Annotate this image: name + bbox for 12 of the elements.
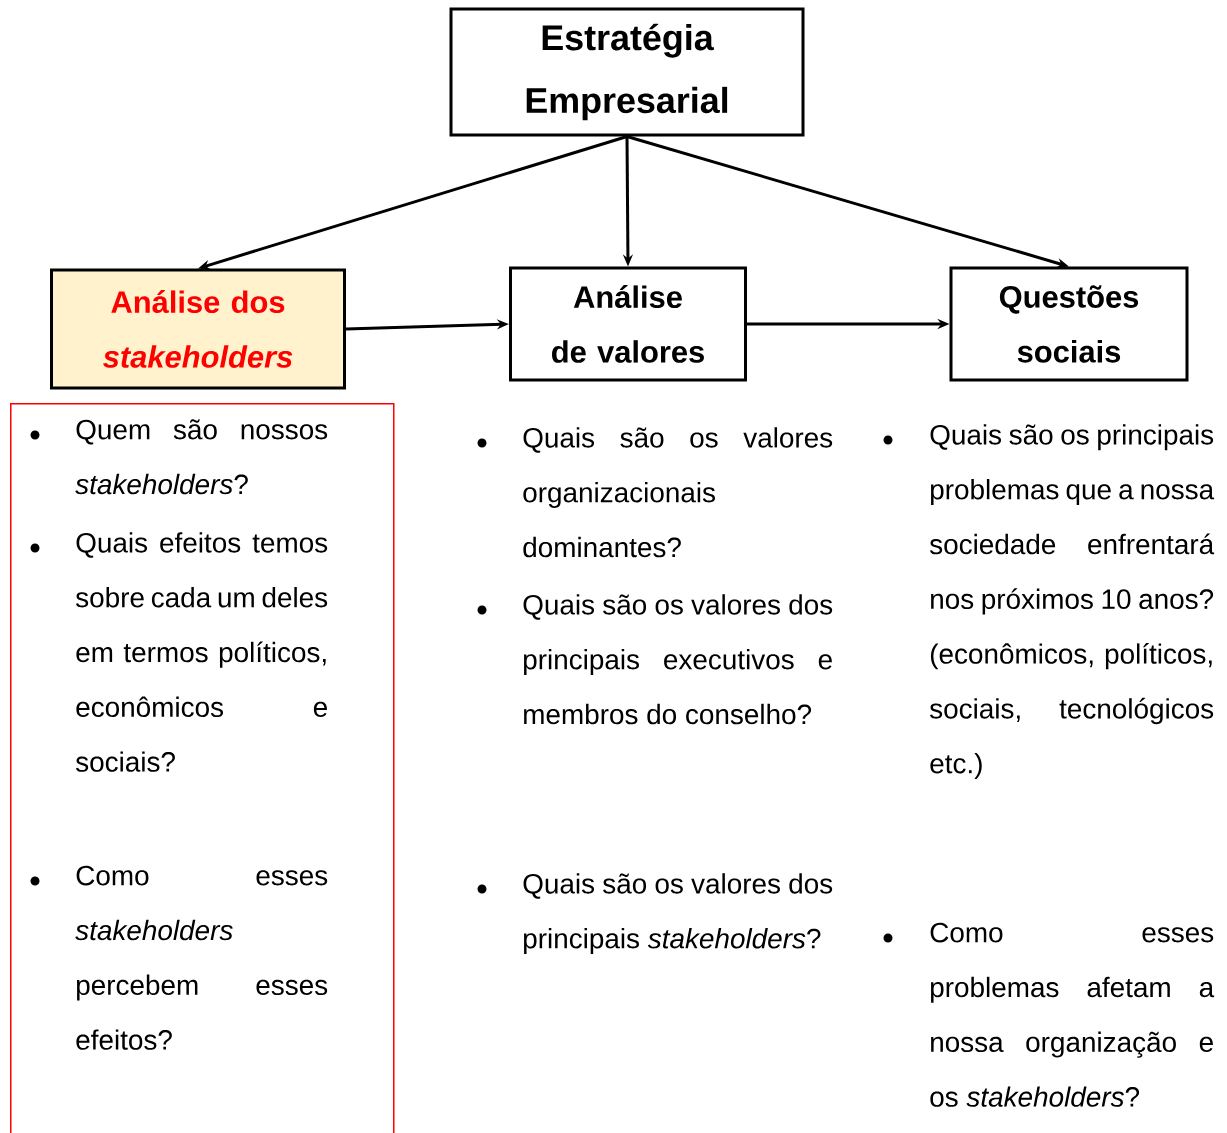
bullet-text: Quais efeitos temos sobre cada um deles em termos políticos, econômicos e sociais? — [76, 532, 328, 772]
bullet-text: Quem são nossos stakeholders? — [75, 419, 328, 495]
bullet-text: Quais são os valores dos principais stakeholders? — [523, 873, 833, 954]
heading-box: Questões sociais — [949, 266, 1189, 382]
bullet-text: Quais são os valores dos principais executivos e membros do conselho? — [523, 594, 833, 725]
bullet-text: Como esses stakeholders percebem esses efeitos? — [75, 865, 328, 1050]
heading-box: Estratégia Empresarial — [449, 7, 805, 137]
heading-box: Análise de valores — [509, 266, 747, 382]
bullet-text: Como esses problemas afetam a nossa organização e os stakeholders? — [930, 922, 1215, 1107]
heading-box: Análise dos stakeholders — [50, 268, 346, 390]
bullet-text: Quais são os principais problemas que a nossa sociedade enfrentará nos próximos 10 anos? (econômicos, políticos, sociais, tecnológicos etc.) — [930, 424, 1215, 779]
bullet-text: Quais são os valores organizacionais dominantes? — [523, 427, 833, 558]
